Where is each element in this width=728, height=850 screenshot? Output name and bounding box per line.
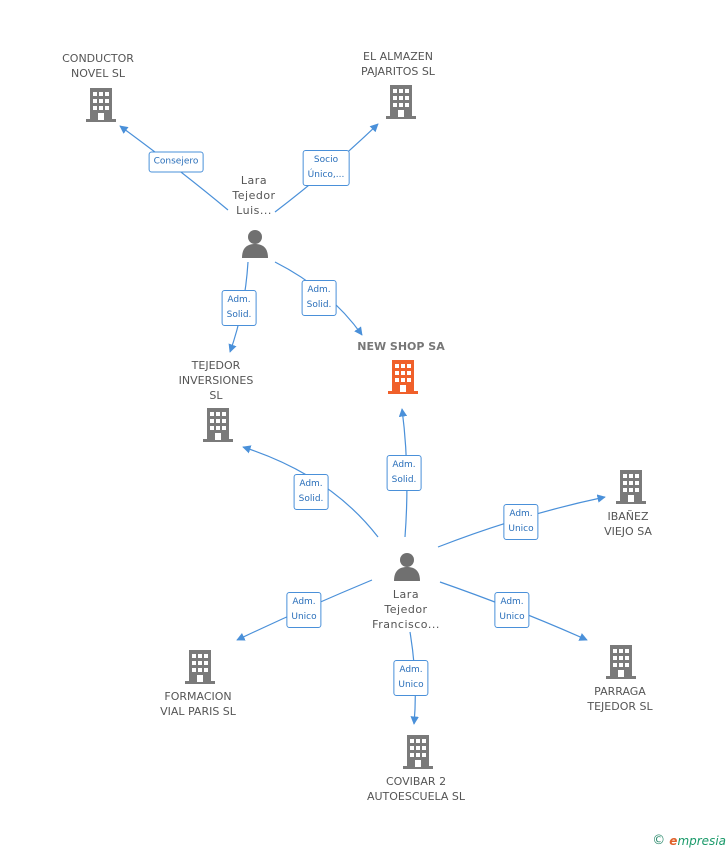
node-new-shop[interactable]: NEW SHOP SA [357,340,445,353]
node-lara-francisco[interactable]: Lara Tejedor Francisco... [372,588,440,631]
edge-label-adm-unico-ibanez: Adm. Unico [503,504,539,540]
building-icon [388,360,418,394]
node-conductor-novel[interactable]: CONDUCTOR NOVEL SL [62,52,134,80]
node-tejedor-inversiones[interactable]: TEJEDOR INVERSIONES SL [178,359,254,402]
node-parraga-tejedor[interactable]: PARRAGA TEJEDOR SL [587,685,653,713]
building-icon [86,88,116,122]
person-icon [242,230,268,258]
edge-label-socio-unico: Socio Único,... [302,150,350,186]
building-icon [185,650,215,684]
edge-label-adm-solid-tejedor-fran: Adm. Solid. [293,474,329,510]
node-ibanez-viejo[interactable]: IBAÑEZ VIEJO SA [604,510,652,538]
edge-label-adm-solid-newshop-fran: Adm. Solid. [386,455,422,491]
building-icon [203,408,233,442]
node-covibar[interactable]: COVIBAR 2 AUTOESCUELA SL [366,775,466,803]
edge-label-adm-unico-formacion: Adm. Unico [286,592,322,628]
node-el-almazen[interactable]: EL ALMAZEN PAJARITOS SL [361,50,435,78]
edge-label-adm-solid-newshop-luis: Adm. Solid. [301,280,337,316]
node-lara-luis[interactable]: Lara Tejedor Luis... [232,174,276,217]
person-icon [394,553,420,581]
footer-brand: © empresia [652,833,726,848]
edge-label-adm-unico-parraga: Adm. Unico [494,592,530,628]
building-icon [606,645,636,679]
brand-logo[interactable]: empresia [669,833,726,848]
building-icon [386,85,416,119]
copyright-symbol: © [652,833,666,848]
edge-label-adm-solid-tejedor: Adm. Solid. [221,290,257,326]
building-icon [403,735,433,769]
node-formacion-vial[interactable]: FORMACION VIAL PARIS SL [160,690,236,718]
edge-label-consejero: Consejero [148,151,204,173]
edge-label-adm-unico-covibar: Adm. Unico [393,660,429,696]
building-icon [616,470,646,504]
